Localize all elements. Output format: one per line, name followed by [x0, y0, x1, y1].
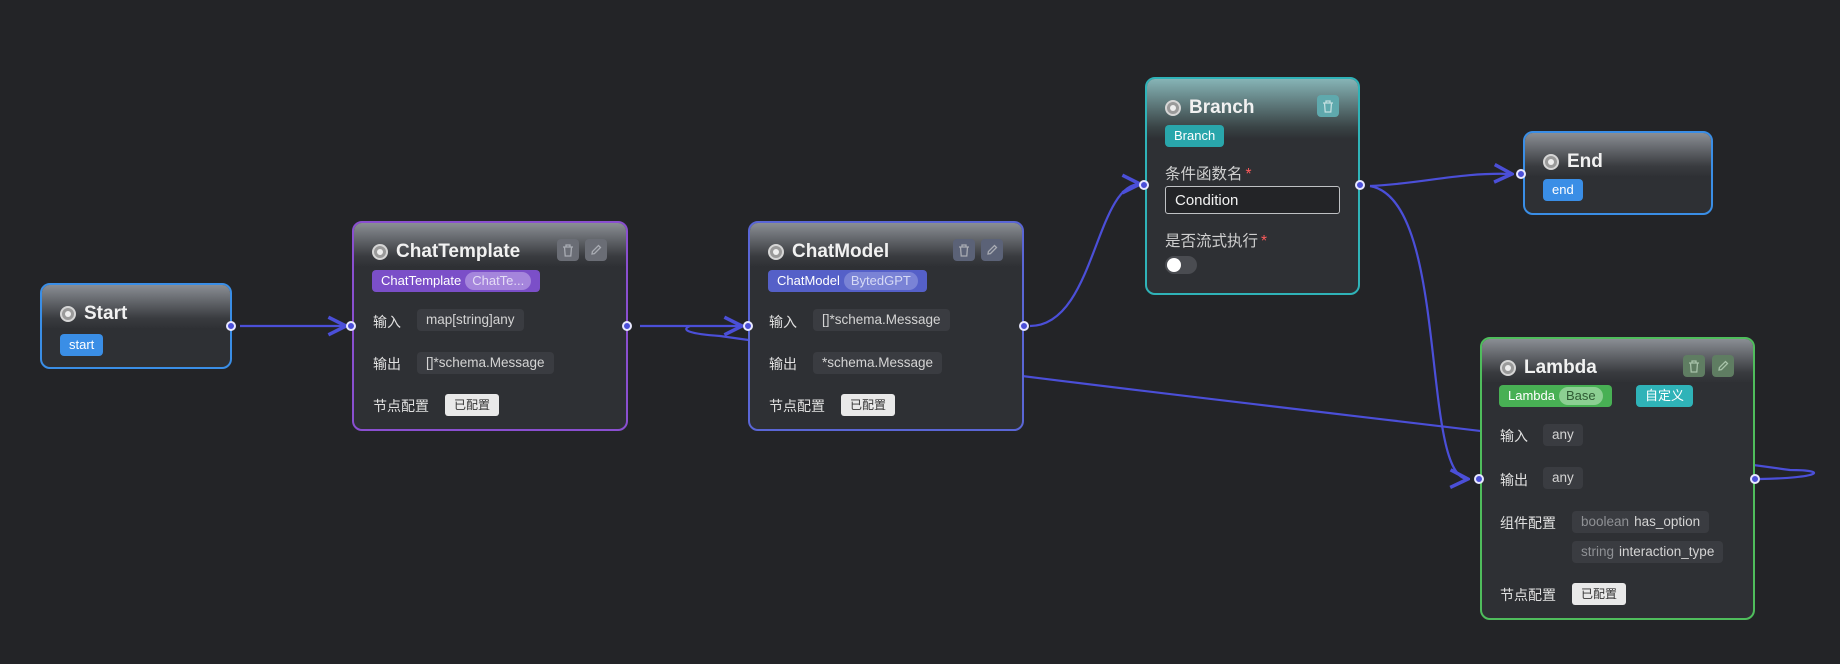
- required-mark: *: [1245, 166, 1252, 183]
- branch-node[interactable]: Branch Branch 条件函数名* 是否流式执行*: [1145, 77, 1360, 295]
- stream-exec-label: 是否流式执行*: [1165, 229, 1267, 251]
- input-type-value: []*schema.Message: [813, 309, 950, 331]
- pencil-icon[interactable]: [1712, 355, 1734, 377]
- radio-icon[interactable]: [768, 244, 784, 260]
- start-node[interactable]: Start start: [40, 283, 232, 369]
- node-config-label: 节点配置: [1500, 587, 1556, 603]
- node-header-gradient: [1482, 339, 1753, 383]
- radio-icon[interactable]: [1500, 360, 1516, 376]
- tag-label: ChatTemplate: [381, 273, 462, 288]
- option-name: interaction_type: [1619, 544, 1715, 559]
- edge-chatmodel-branch[interactable]: [1029, 184, 1140, 328]
- chatmodel-input-handle[interactable]: [743, 321, 753, 331]
- node-config-label: 节点配置: [373, 398, 429, 414]
- node-type-tag: Branch: [1165, 125, 1225, 147]
- node-config-label: 节点配置: [769, 398, 825, 414]
- input-type-value: any: [1543, 424, 1583, 446]
- component-config-label: 组件配置: [1500, 515, 1556, 531]
- start-output-handle[interactable]: [226, 321, 236, 331]
- configured-button[interactable]: 已配置: [1572, 583, 1627, 605]
- lambda-output-handle[interactable]: [1750, 474, 1760, 484]
- node-title: ChatModel: [792, 241, 890, 262]
- branch-output-handle[interactable]: [1355, 180, 1365, 190]
- option-has-option: boolean has_option: [1572, 511, 1710, 533]
- input-label: 输入: [1500, 428, 1528, 444]
- tag-label: Lambda: [1508, 388, 1555, 403]
- chattemplate-input-handle[interactable]: [346, 321, 356, 331]
- output-type-value: []*schema.Message: [417, 352, 554, 374]
- condition-label-text: 条件函数名: [1165, 166, 1243, 183]
- output-type-value: any: [1543, 467, 1583, 489]
- node-title: ChatTemplate: [396, 241, 521, 262]
- pencil-icon[interactable]: [981, 239, 1003, 261]
- node-header-gradient: [42, 285, 230, 329]
- node-title: End: [1567, 151, 1603, 172]
- tag-sub-label: BytedGPT: [843, 272, 918, 290]
- lambda-input-handle[interactable]: [1474, 474, 1484, 484]
- output-label: 输出: [1500, 472, 1528, 488]
- output-label: 输出: [769, 356, 797, 372]
- output-type-value: *schema.Message: [813, 352, 943, 374]
- condition-input[interactable]: [1165, 186, 1340, 214]
- trash-icon[interactable]: [953, 239, 975, 261]
- node-title: Branch: [1189, 97, 1255, 118]
- node-type-tag: start: [60, 334, 104, 356]
- radio-icon[interactable]: [1543, 154, 1559, 170]
- edge-branch-end[interactable]: [1369, 174, 1512, 188]
- end-node[interactable]: End end: [1523, 131, 1713, 215]
- stream-exec-toggle[interactable]: [1165, 256, 1197, 274]
- output-label: 输出: [373, 356, 401, 372]
- configured-button[interactable]: 已配置: [445, 394, 500, 416]
- radio-icon[interactable]: [1165, 100, 1181, 116]
- input-label: 输入: [373, 314, 401, 330]
- input-type-value: map[string]any: [417, 309, 524, 331]
- edge-branch-lambda[interactable]: [1369, 184, 1468, 479]
- tag-sub-label: Base: [1558, 387, 1603, 405]
- trash-icon[interactable]: [1317, 95, 1339, 117]
- chattemplate-output-handle[interactable]: [622, 321, 632, 331]
- node-title: Lambda: [1524, 357, 1597, 378]
- stream-exec-label-text: 是否流式执行: [1165, 233, 1259, 250]
- pencil-icon[interactable]: [585, 239, 607, 261]
- option-name: has_option: [1634, 514, 1701, 529]
- custom-tag: 自定义: [1636, 385, 1694, 407]
- chatmodel-output-handle[interactable]: [1019, 321, 1029, 331]
- configured-button[interactable]: 已配置: [841, 394, 896, 416]
- node-header-gradient: [354, 223, 626, 267]
- end-input-handle[interactable]: [1516, 169, 1526, 179]
- radio-icon[interactable]: [372, 244, 388, 260]
- radio-icon[interactable]: [60, 306, 76, 322]
- option-type: string: [1581, 544, 1615, 559]
- required-mark: *: [1261, 233, 1268, 250]
- trash-icon[interactable]: [1683, 355, 1705, 377]
- option-interaction-type: string interaction_type: [1572, 541, 1724, 563]
- option-type: boolean: [1581, 514, 1630, 529]
- tag-sub-label: ChatTe...: [465, 272, 532, 290]
- tag-label: ChatModel: [777, 273, 840, 288]
- branch-input-handle[interactable]: [1139, 180, 1149, 190]
- node-type-tag: end: [1543, 179, 1583, 201]
- condition-label: 条件函数名*: [1165, 162, 1252, 184]
- trash-icon[interactable]: [557, 239, 579, 261]
- node-header-gradient: [750, 223, 1022, 267]
- node-title: Start: [84, 303, 128, 324]
- input-label: 输入: [769, 314, 797, 330]
